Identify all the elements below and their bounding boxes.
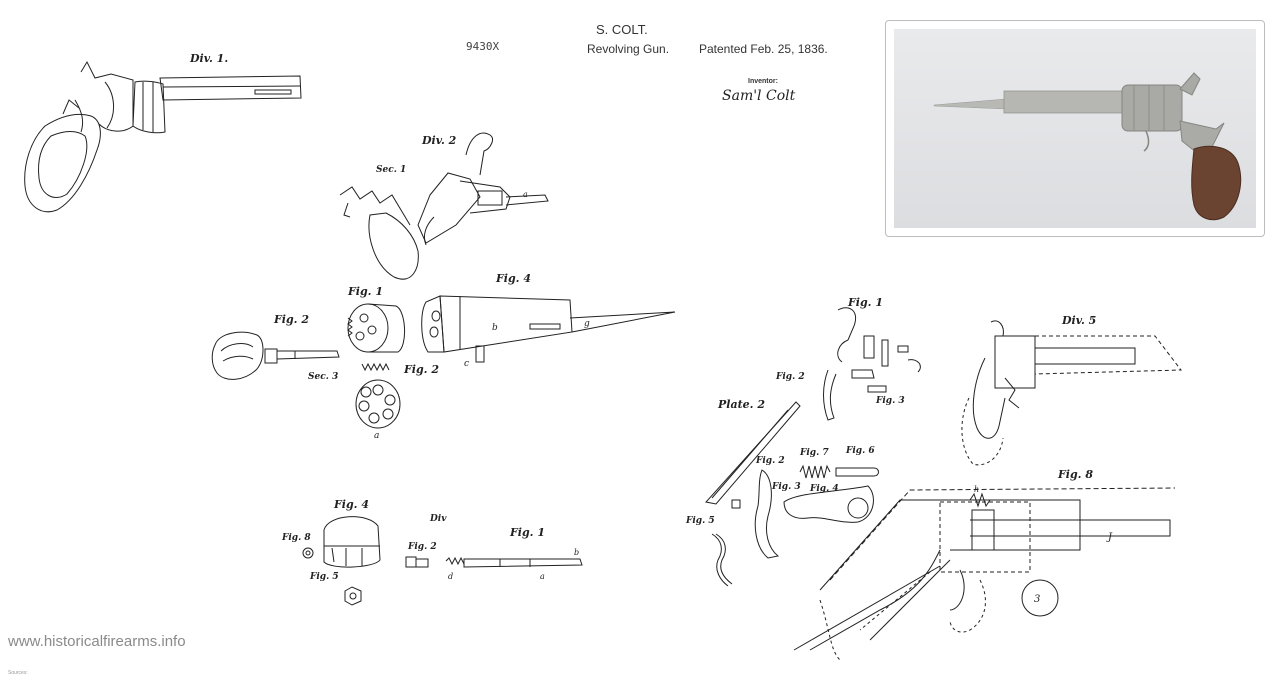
plate2-rod-drawing xyxy=(702,398,802,508)
label-fig5-right: Fig. 5 xyxy=(686,516,715,526)
svg-text:a: a xyxy=(374,431,379,441)
hammer-trigger-parts-drawing xyxy=(728,466,878,566)
fig8-long-gun-section-drawing: J 3 h xyxy=(790,485,1180,665)
svg-text:h: h xyxy=(974,485,979,494)
label-fig6-right: Fig. 6 xyxy=(846,446,875,456)
revolver-photo-icon xyxy=(933,72,1242,221)
label-fig3b-right: Fig. 3 xyxy=(772,482,801,492)
label-fig4-right: Fig. 4 xyxy=(810,484,839,494)
fig1-bottom-rod-drawing: d a b xyxy=(400,548,590,581)
patent-date: Patented Feb. 25, 1836. xyxy=(699,42,828,56)
svg-text:d: d xyxy=(448,572,453,581)
fig5-bottom-part-icon xyxy=(342,585,364,607)
label-fig2-cyl: Fig. 2 xyxy=(404,363,439,376)
fig2-cylinder-end-drawing: a xyxy=(352,358,412,441)
svg-text:J: J xyxy=(1106,532,1113,543)
inventor-signature: Sam'l Colt xyxy=(722,88,796,104)
fig8-bottom-ring-icon xyxy=(300,545,316,561)
label-fig8-right: Fig. 8 xyxy=(1058,468,1093,481)
svg-text:a: a xyxy=(540,572,545,581)
label-fig2-bottom: Fig. 2 xyxy=(408,542,437,552)
patent-serial: 9430X xyxy=(466,40,500,53)
div2-lock-drawing: a xyxy=(330,125,550,285)
label-fig8-bottom: Fig. 8 xyxy=(282,533,311,543)
revolver-photo xyxy=(894,29,1256,228)
fig5-right-spring-drawing xyxy=(706,530,736,590)
div5-revolver-section-drawing xyxy=(955,318,1185,468)
svg-text:b: b xyxy=(492,323,498,333)
spring-and-pin-drawing xyxy=(796,462,886,482)
label-div-bottom: Div xyxy=(430,514,447,524)
site-watermark: www.historicalfirearms.info xyxy=(8,633,186,650)
patent-title: Revolving Gun. xyxy=(587,42,670,56)
label-div2: Div. 2 xyxy=(422,134,457,147)
label-div1: Div. 1. xyxy=(190,52,229,65)
fig4-barrel-bayonet-drawing: b g c xyxy=(420,292,680,369)
lock-parts-cluster-drawing xyxy=(808,300,948,420)
svg-text:b: b xyxy=(574,548,579,557)
label-plate2: Plate. 2 xyxy=(718,398,765,411)
label-fig2b-right: Fig. 2 xyxy=(756,456,785,466)
div1-revolver-drawing xyxy=(15,60,315,220)
svg-text:a: a xyxy=(523,190,528,199)
label-fig1-bottom: Fig. 1 xyxy=(510,526,545,539)
label-div5: Div. 5 xyxy=(1062,314,1097,327)
label-fig5-bottom: Fig. 5 xyxy=(310,572,339,582)
revolver-photo-card xyxy=(885,20,1265,237)
label-fig1-right: Fig. 1 xyxy=(848,296,883,309)
fig2-lock-ramrod-drawing xyxy=(205,325,345,387)
label-fig2-left: Fig. 2 xyxy=(274,313,309,326)
svg-text:c: c xyxy=(464,359,469,369)
label-sec3: Sec. 3 xyxy=(308,372,339,382)
svg-text:3: 3 xyxy=(1034,594,1040,605)
svg-text:g: g xyxy=(584,319,590,329)
fig1-cylinder-drawing xyxy=(340,298,420,360)
label-fig1-mid: Fig. 1 xyxy=(348,285,383,298)
label-fig4-bottom: Fig. 4 xyxy=(334,498,369,511)
inventor-name: S. COLT. xyxy=(596,22,648,37)
fig4-bottom-frame-drawing xyxy=(318,510,384,580)
label-sec1: Sec. 1 xyxy=(376,165,407,175)
sources-label: Sources: xyxy=(8,670,28,676)
label-fig7-right: Fig. 7 xyxy=(800,448,829,458)
inventor-caption: Inventor: xyxy=(748,78,778,85)
label-fig2-right: Fig. 2 xyxy=(776,372,805,382)
label-fig3-right: Fig. 3 xyxy=(876,396,905,406)
label-fig4-top: Fig. 4 xyxy=(496,272,531,285)
